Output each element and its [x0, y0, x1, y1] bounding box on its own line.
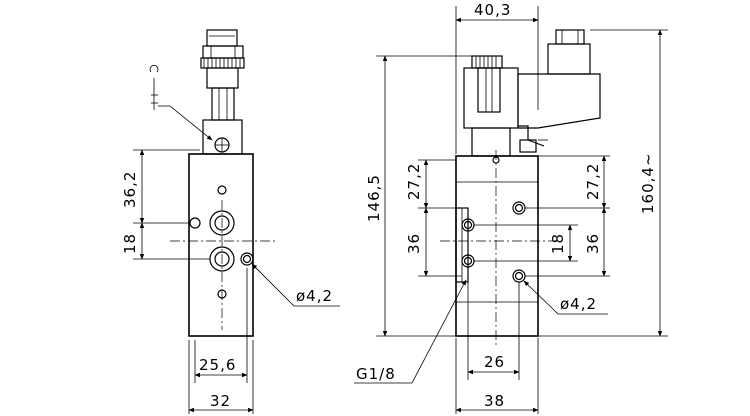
- right-overall-heights: 146,5 160,4~: [365, 29, 668, 337]
- dim-160-4: 160,4~: [639, 152, 657, 214]
- dim-26: 26: [484, 353, 505, 371]
- dim-40-3: 40,3: [474, 1, 511, 19]
- dim-146-5: 146,5: [365, 174, 383, 222]
- dim-g1-8: G1/8: [356, 365, 396, 383]
- right-left-dims: 27,2 36: [405, 159, 462, 277]
- left-solenoid-head: [200, 29, 245, 155]
- dim-32: 32: [210, 392, 231, 410]
- dim-phi-4-2-left: ø4,2: [296, 287, 333, 305]
- right-view: 40,3: [354, 1, 668, 414]
- manual-override-symbol: [149, 64, 213, 141]
- right-hole-callout: ø4,2: [523, 280, 608, 315]
- dim-38: 38: [484, 392, 505, 410]
- dim-36-right-view-left: 36: [405, 233, 423, 254]
- left-valve-body: [170, 153, 275, 337]
- dim-25-6: 25,6: [199, 356, 236, 374]
- dim-18-right: 18: [549, 233, 567, 254]
- left-width-dims: 25,6 32: [188, 268, 254, 414]
- dim-18-left: 18: [121, 233, 139, 254]
- left-view: 36,2 18 ø4,2 25,6 32: [121, 29, 340, 414]
- right-right-dims: 18 27,2 36: [474, 155, 610, 277]
- left-hole-callout: ø4,2: [251, 263, 340, 307]
- thread-callout: G1/8: [354, 279, 467, 384]
- dim-36-2-left: 36,2: [121, 171, 139, 208]
- dim-36-right-view-right: 36: [584, 233, 602, 254]
- dim-27-2-right-view-left: 27,2: [405, 163, 423, 200]
- right-width-dims: 26 38: [455, 267, 539, 414]
- right-solenoid: [463, 29, 601, 157]
- right-top-dim: 40,3: [455, 1, 539, 154]
- right-valve-body: [440, 150, 560, 345]
- dim-27-2-right-view-right: 27,2: [584, 163, 602, 200]
- left-vertical-dims: 36,2 18: [121, 149, 210, 260]
- dim-phi-4-2-right: ø4,2: [560, 295, 597, 313]
